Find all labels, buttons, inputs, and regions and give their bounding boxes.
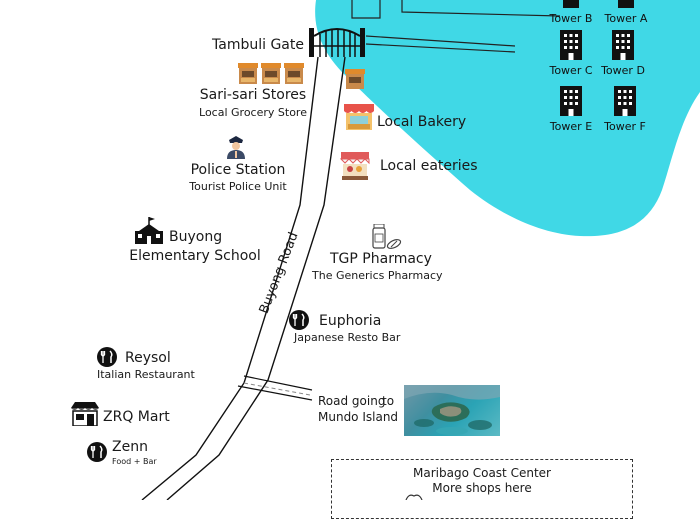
tower-b: Tower B	[546, 0, 596, 25]
police-subtitle: Tourist Police Unit	[189, 180, 287, 193]
zrq-title: ZRQ Mart	[103, 409, 170, 425]
tower-e: Tower E	[546, 86, 596, 133]
mundo-line3: Mundo Island	[318, 410, 399, 424]
shop-icon	[405, 494, 423, 500]
tower-a: Tower A	[601, 0, 651, 25]
school-icon	[135, 217, 163, 244]
sea-area	[315, 0, 700, 237]
side-road-edge	[237, 375, 313, 401]
tambuli-gate-label: Tambuli Gate	[212, 37, 304, 53]
store-icon	[344, 104, 374, 130]
building-icon	[618, 0, 634, 8]
zenn-subtitle: Food + Bar	[112, 457, 157, 466]
mart-icon	[71, 402, 99, 426]
maribago-line1: Maribago Coast Center	[413, 466, 551, 480]
zenn-title: Zenn	[112, 439, 148, 455]
tower-e-label: Tower E	[549, 120, 593, 133]
mundo-island-photo	[404, 385, 500, 436]
tower-c: Tower C	[546, 30, 596, 77]
restaurant-icon	[97, 347, 117, 367]
reysol-title: Reysol	[125, 350, 171, 366]
island-aerial-image	[404, 385, 500, 435]
tower-d-label: Tower D	[601, 64, 645, 77]
pharmacy-subtitle: The Generics Pharmacy	[312, 269, 443, 282]
reysol-subtitle: Italian Restaurant	[97, 368, 195, 381]
tower-f: Tower F	[600, 86, 650, 133]
store-icon	[345, 69, 365, 89]
tower-f-label: Tower F	[604, 120, 646, 133]
medicine-icon	[372, 224, 402, 249]
building-icon	[614, 86, 636, 116]
sari-sari-title: Sari-sari Stores	[199, 87, 307, 103]
building-icon	[563, 0, 579, 8]
tower-c-label: Tower C	[549, 64, 593, 77]
restaurant-icon	[289, 310, 309, 330]
tower-b-label: Tower B	[549, 12, 593, 25]
sari-sari-subtitle: Local Grocery Store	[199, 106, 307, 119]
mundo-line2: to	[382, 394, 395, 408]
school-title-line2: Elementary School	[129, 248, 261, 264]
euphoria-subtitle: Japanese Resto Bar	[294, 331, 401, 344]
tower-d: Tower D	[598, 30, 648, 77]
map-canvas	[141, 0, 700, 500]
gate-icon	[309, 28, 365, 57]
maribago-coast-center-box: Maribago Coast Center More shops here	[331, 459, 633, 519]
buyong-road-right-edge	[166, 56, 346, 500]
mundo-line1: Road going	[318, 394, 386, 408]
euphoria-title: Euphoria	[319, 313, 382, 329]
building-icon	[612, 30, 634, 60]
buyong-road-left-edge	[141, 56, 319, 500]
food-stall-icon	[340, 152, 370, 180]
eateries-title: Local eateries	[380, 158, 478, 174]
restaurant-icon	[87, 442, 107, 462]
tower-a-label: Tower A	[604, 12, 648, 25]
police-officer-icon	[227, 136, 245, 159]
store-icon	[238, 63, 304, 84]
police-title: Police Station	[190, 162, 286, 178]
building-icon	[560, 30, 582, 60]
building-icon	[560, 86, 582, 116]
resort-road	[351, 0, 561, 53]
bakery-title: Local Bakery	[377, 114, 467, 130]
school-title-line1: Buyong	[169, 229, 223, 245]
maribago-line2: More shops here	[432, 481, 532, 495]
pharmacy-title: TGP Pharmacy	[330, 251, 432, 267]
